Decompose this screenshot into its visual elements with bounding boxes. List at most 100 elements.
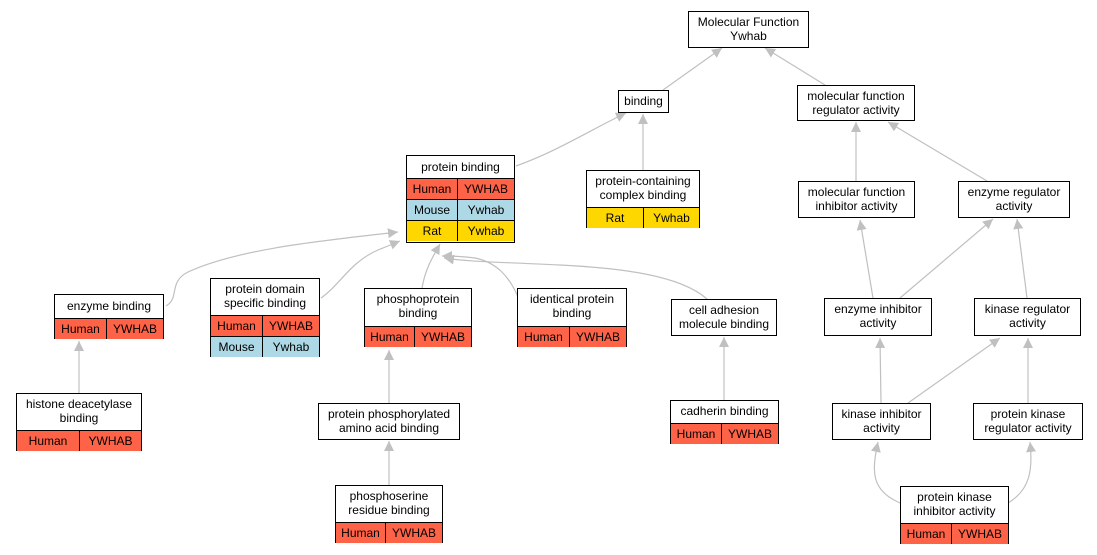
node-label-line: protein-containing bbox=[595, 174, 691, 188]
node-label-line: molecular function bbox=[807, 89, 905, 103]
species-cell: Human bbox=[336, 523, 386, 543]
node-label-line: regulator activity bbox=[812, 103, 900, 117]
edge-protein-binding-to-binding bbox=[515, 112, 627, 167]
node-label-line: protein binding bbox=[421, 160, 500, 174]
species-cell: Rat bbox=[587, 208, 644, 228]
edge-enzyme-binding-to-protein-binding bbox=[165, 228, 399, 307]
node-label-line: specific binding bbox=[223, 296, 307, 310]
edge-kinase-inhibitor-to-kinase-regulator bbox=[907, 337, 1001, 404]
gene-cell: Ywhab bbox=[458, 200, 514, 220]
node-label-line: kinase inhibitor bbox=[841, 407, 922, 421]
edge-phosphoprotein-to-protein-binding bbox=[421, 243, 441, 289]
species-cell: Human bbox=[671, 424, 722, 444]
node-label-line: enzyme regulator bbox=[967, 185, 1061, 199]
node-label-line: kinase regulator bbox=[984, 302, 1071, 316]
species-cell: Human bbox=[518, 327, 570, 347]
node-label-line: molecular function bbox=[807, 185, 906, 199]
node-label-line: identical protein bbox=[529, 292, 615, 306]
node-label-line: cell adhesion bbox=[688, 303, 760, 317]
node-label-line: inhibitor activity bbox=[815, 199, 898, 213]
node-label-line: regulator activity bbox=[984, 421, 1072, 435]
gene-cell: YWHAB bbox=[386, 523, 442, 543]
node-label-line: histone deacetylase bbox=[25, 397, 133, 411]
node-label-line: protein kinase bbox=[990, 407, 1066, 421]
edge-cell-adhesion-to-protein-binding bbox=[443, 254, 708, 300]
edge-mf-regulator-to-molecular-function bbox=[764, 47, 826, 86]
species-cell: Human bbox=[407, 179, 458, 199]
node-label-line: activity bbox=[859, 316, 897, 330]
species-cell: Mouse bbox=[211, 337, 263, 357]
gene-cell: Ywhab bbox=[263, 337, 319, 357]
node-label-line: enzyme inhibitor bbox=[834, 302, 922, 316]
node-label-line: Molecular Function bbox=[697, 15, 800, 29]
node-label-line: inhibitor activity bbox=[913, 504, 996, 518]
node-label-line: protein domain bbox=[225, 282, 305, 296]
species-cell: Human bbox=[211, 316, 263, 336]
edge-kinase-inhibitor-to-enzyme-inhibitor bbox=[875, 337, 886, 404]
node-label-line: protein phosphorylated bbox=[327, 407, 451, 421]
edge-protein-domain-to-protein-binding bbox=[320, 240, 401, 299]
gene-cell: YWHAB bbox=[722, 424, 778, 444]
edge-protein-kinase-inhibitor-to-protein-kinase-regulator bbox=[1007, 441, 1037, 504]
gene-cell: YWHAB bbox=[263, 316, 319, 336]
edge-kinase-regulator-to-enzyme-regulator bbox=[1013, 218, 1028, 299]
edge-enzyme-inhibitor-to-enzyme-regulator bbox=[899, 218, 994, 299]
node-label-line: activity bbox=[1009, 316, 1046, 330]
gene-cell: Ywhab bbox=[644, 208, 699, 228]
edge-enzyme-inhibitor-to-mf-inhibitor bbox=[856, 219, 874, 299]
species-cell: Human bbox=[17, 431, 80, 451]
node-label-line: complex binding bbox=[599, 188, 687, 202]
gene-cell: YWHAB bbox=[415, 327, 471, 347]
edge-binding-to-molecular-function bbox=[662, 47, 723, 91]
node-label-line: phosphoprotein bbox=[376, 292, 460, 306]
node-label-line: molecule binding bbox=[678, 317, 770, 331]
gene-cell: YWHAB bbox=[80, 431, 141, 451]
gene-cell: YWHAB bbox=[107, 319, 163, 339]
species-cell: Rat bbox=[407, 221, 458, 241]
node-label-line: activity bbox=[995, 199, 1033, 213]
node-label-line: binding bbox=[624, 94, 663, 108]
gene-cell: YWHAB bbox=[458, 179, 514, 199]
node-label-line: cadherin binding bbox=[680, 404, 769, 418]
gene-cell: YWHAB bbox=[952, 524, 1008, 544]
species-cell: Human bbox=[365, 327, 415, 347]
node-label-line: enzyme binding bbox=[66, 299, 152, 313]
node-label-line: binding bbox=[552, 306, 592, 320]
species-cell: Mouse bbox=[407, 200, 458, 220]
edge-protein-kinase-inhibitor-to-kinase-inhibitor bbox=[871, 441, 901, 504]
node-label-line: Ywhab bbox=[730, 29, 767, 43]
node-binding[interactable]: binding bbox=[618, 90, 669, 113]
node-label-line: amino acid binding bbox=[338, 421, 440, 435]
